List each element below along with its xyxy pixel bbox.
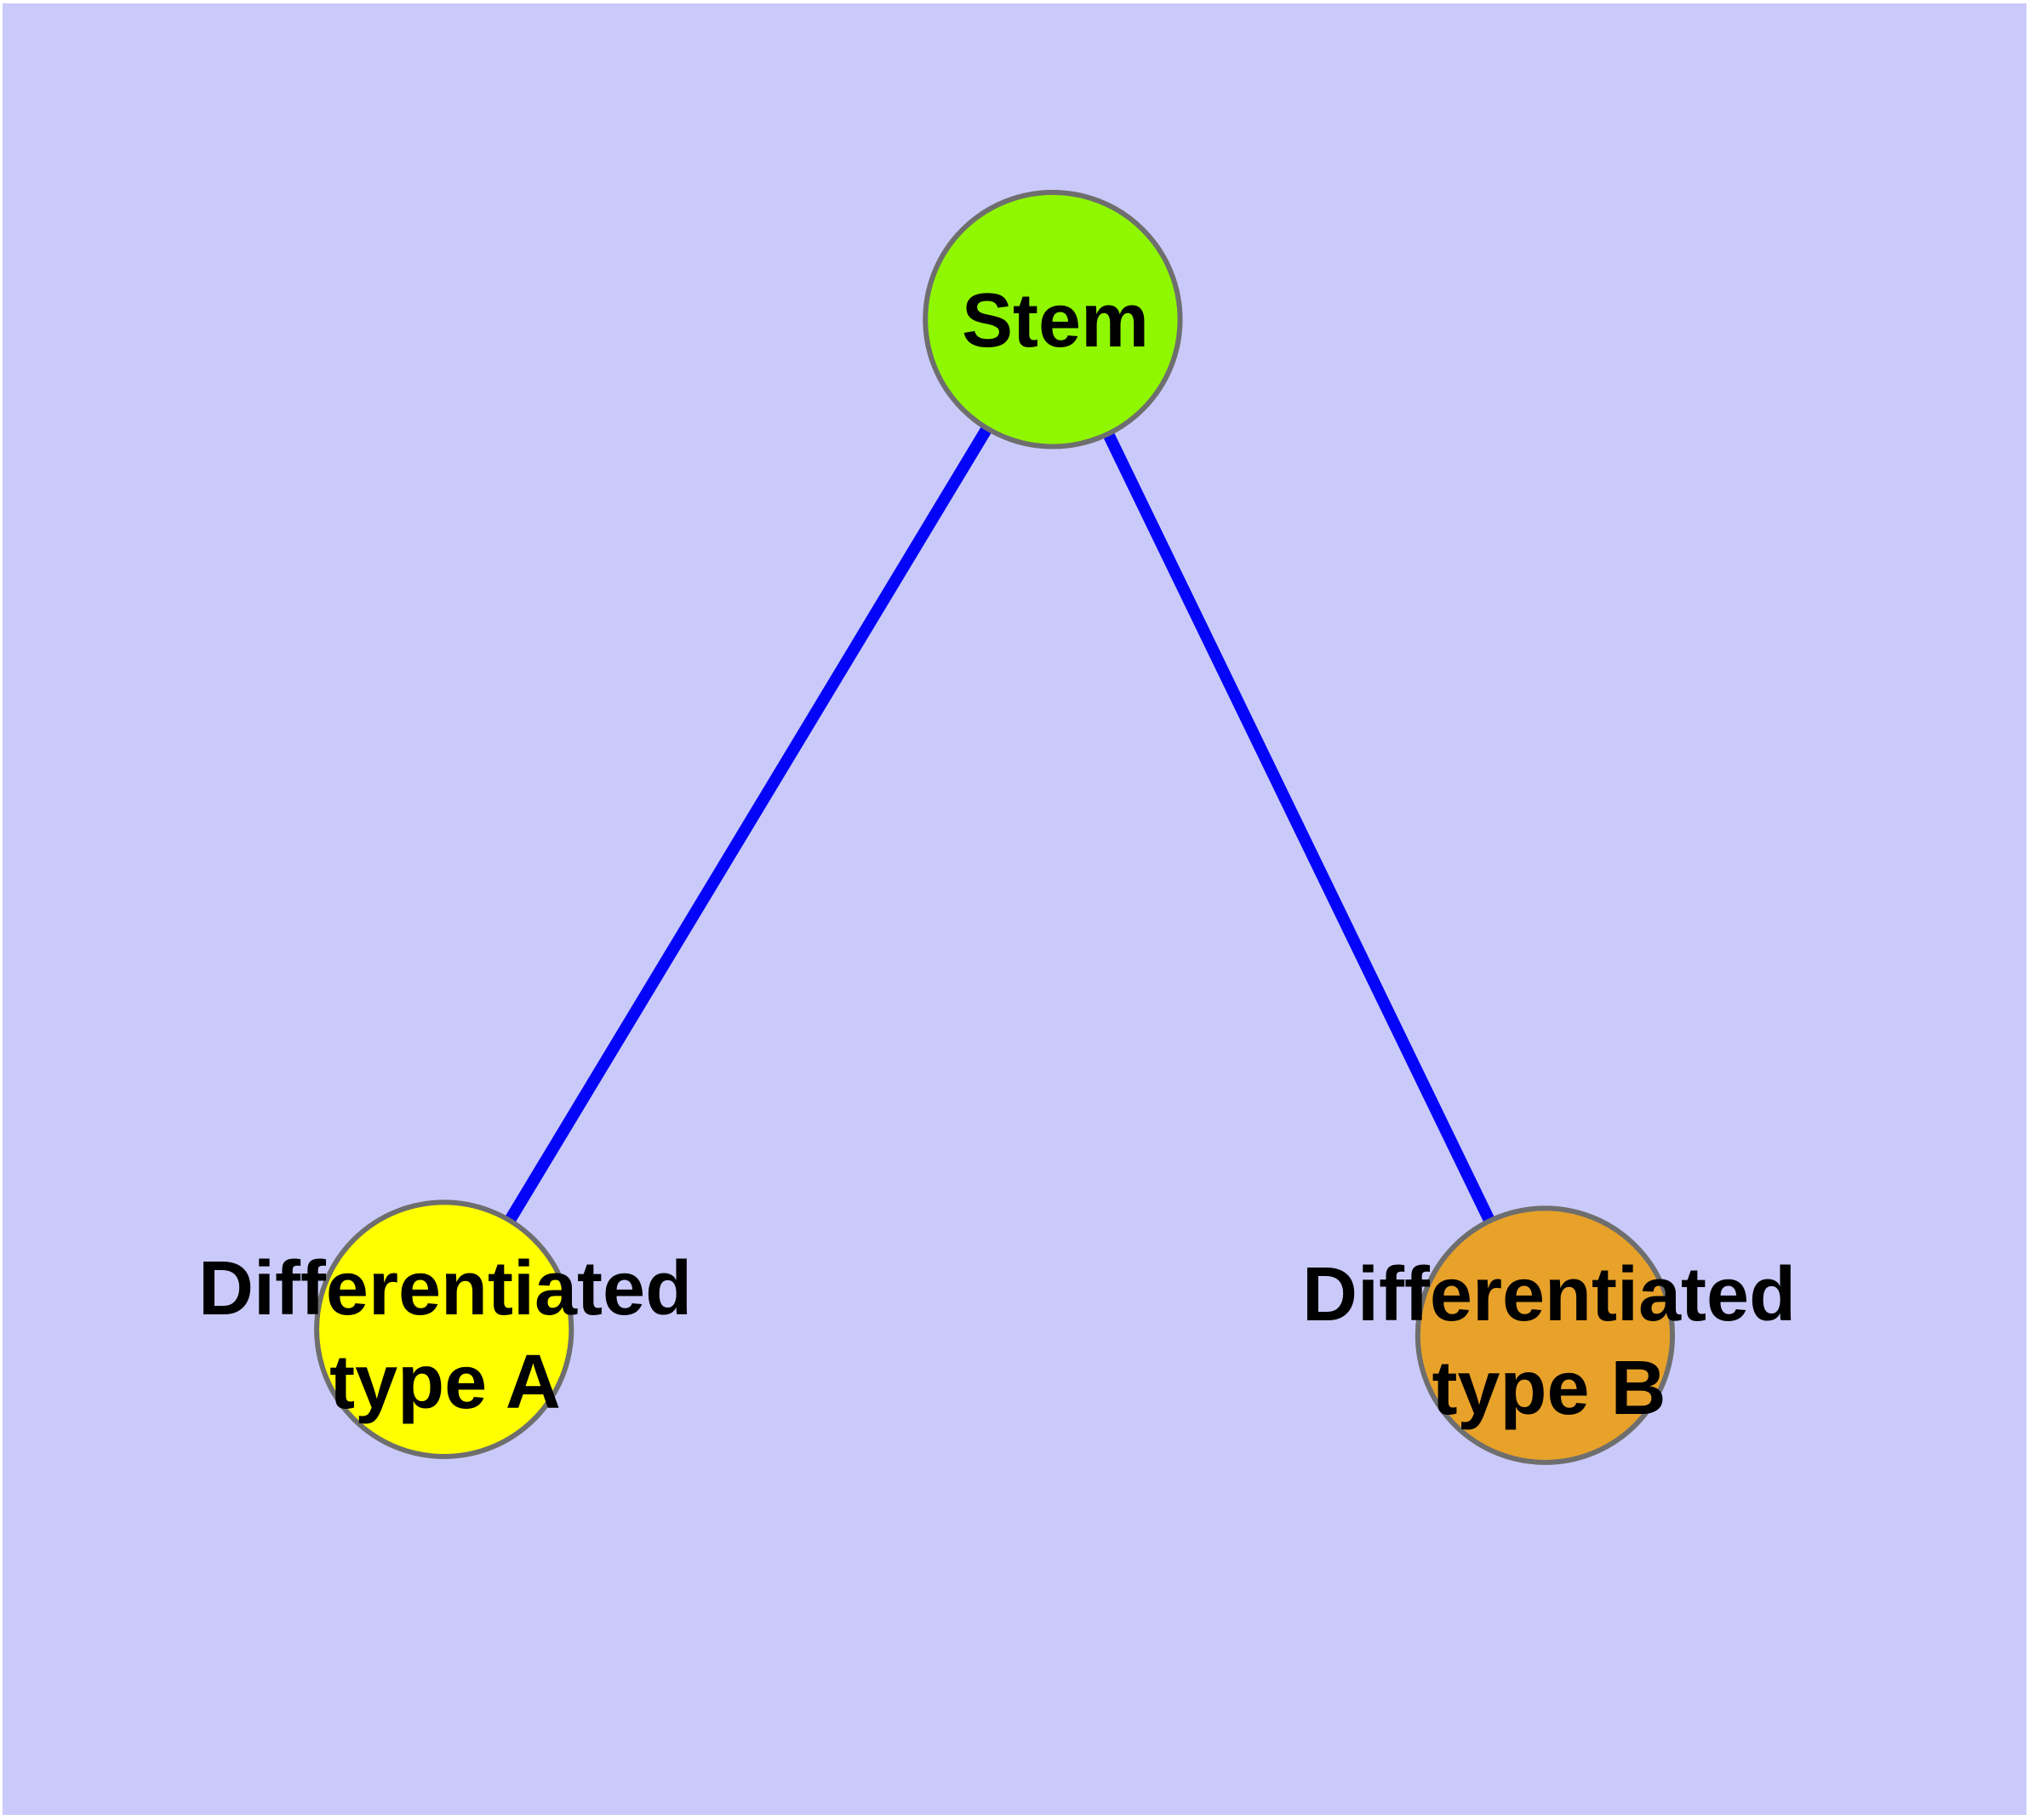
node-stem-circle [923,189,1183,449]
node-diff-b-label: Differentiated type B [1302,1248,1796,1435]
node-diff-b-circle [1415,1205,1676,1465]
node-diff-a-label-line1: Differentiated [197,1246,693,1331]
node-diff-b-label-line2: type B [1432,1346,1666,1431]
node-diff-a-label: Differentiated type A [198,1242,692,1429]
diagram-canvas: Stem Differentiated type A Differentiate… [3,3,2026,1815]
node-stem-label: Stem [962,274,1149,368]
node-diff-b-label-line1: Differentiated [1301,1252,1797,1337]
graph-svg [314,189,1676,1465]
node-diff-a-label-line2: type A [329,1340,561,1425]
node-stem-label-line: Stem [961,278,1150,363]
node-diff-a-circle [314,1199,574,1459]
edge-stem-to-diff-a [438,316,1058,1333]
edge-stem-to-diff-b [1047,317,1551,1338]
